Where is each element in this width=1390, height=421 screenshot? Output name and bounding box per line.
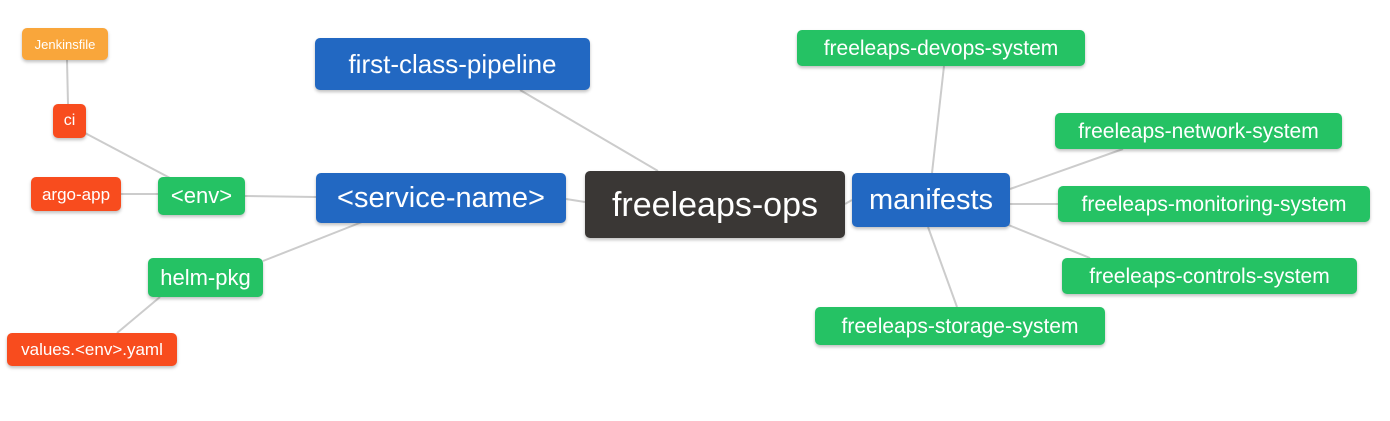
- node-label: manifests: [868, 183, 994, 216]
- edge-manifests-to-freeleaps-network-system: [1009, 148, 1124, 190]
- node-service-name[interactable]: <service-name>: [316, 173, 566, 223]
- edge-service-name-to-freeleaps-ops: [565, 198, 586, 203]
- node-argo-app[interactable]: argo-app: [31, 177, 121, 211]
- node-helm-pkg[interactable]: helm-pkg: [148, 258, 263, 297]
- node-manifests[interactable]: manifests: [852, 173, 1010, 227]
- node-label: Jenkinsfile: [34, 36, 96, 52]
- node-label: freeleaps-monitoring-system: [1081, 192, 1347, 216]
- node-label: first-class-pipeline: [348, 49, 557, 79]
- node-label: freeleaps-controls-system: [1089, 264, 1330, 288]
- edge-env-to-service-name: [244, 195, 317, 198]
- node-freeleaps-devops-system[interactable]: freeleaps-devops-system: [797, 30, 1085, 66]
- edge-manifests-to-freeleaps-devops-system: [931, 65, 945, 174]
- node-label: ci: [63, 112, 76, 129]
- node-label: freeleaps-devops-system: [823, 36, 1059, 60]
- node-label: freeleaps-storage-system: [841, 314, 1079, 338]
- edge-ci-to-env: [84, 132, 171, 179]
- node-label: values.<env>.yaml: [21, 340, 163, 359]
- node-freeleaps-storage-system[interactable]: freeleaps-storage-system: [815, 307, 1105, 345]
- node-freeleaps-network-system[interactable]: freeleaps-network-system: [1055, 113, 1342, 149]
- edge-manifests-to-freeleaps-controls-system: [1005, 223, 1091, 259]
- node-first-class-pipeline[interactable]: first-class-pipeline: [315, 38, 590, 90]
- edge-first-class-pipeline-to-freeleaps-ops: [519, 89, 659, 172]
- edge-helm-pkg-to-values-env-yaml: [116, 296, 161, 334]
- node-env[interactable]: <env>: [158, 177, 245, 215]
- node-label: helm-pkg: [160, 264, 251, 290]
- edge-service-name-to-helm-pkg: [262, 221, 363, 262]
- node-freeleaps-ops[interactable]: freeleaps-ops: [585, 171, 845, 238]
- node-freeleaps-controls-system[interactable]: freeleaps-controls-system: [1062, 258, 1357, 294]
- edge-jenkinsfile-to-ci: [66, 59, 69, 105]
- node-values-env-yaml[interactable]: values.<env>.yaml: [7, 333, 177, 366]
- edge-freeleaps-ops-to-manifests: [844, 199, 853, 205]
- node-freeleaps-monitoring-system[interactable]: freeleaps-monitoring-system: [1058, 186, 1370, 222]
- node-jenkinsfile[interactable]: Jenkinsfile: [22, 28, 108, 60]
- node-label: freeleaps-ops: [611, 185, 818, 224]
- node-label: <env>: [170, 183, 233, 208]
- node-label: freeleaps-network-system: [1078, 119, 1319, 143]
- node-label: <service-name>: [337, 181, 545, 214]
- edge-manifests-to-freeleaps-storage-system: [927, 226, 958, 308]
- node-label: argo-app: [41, 184, 111, 204]
- node-ci[interactable]: ci: [53, 104, 86, 138]
